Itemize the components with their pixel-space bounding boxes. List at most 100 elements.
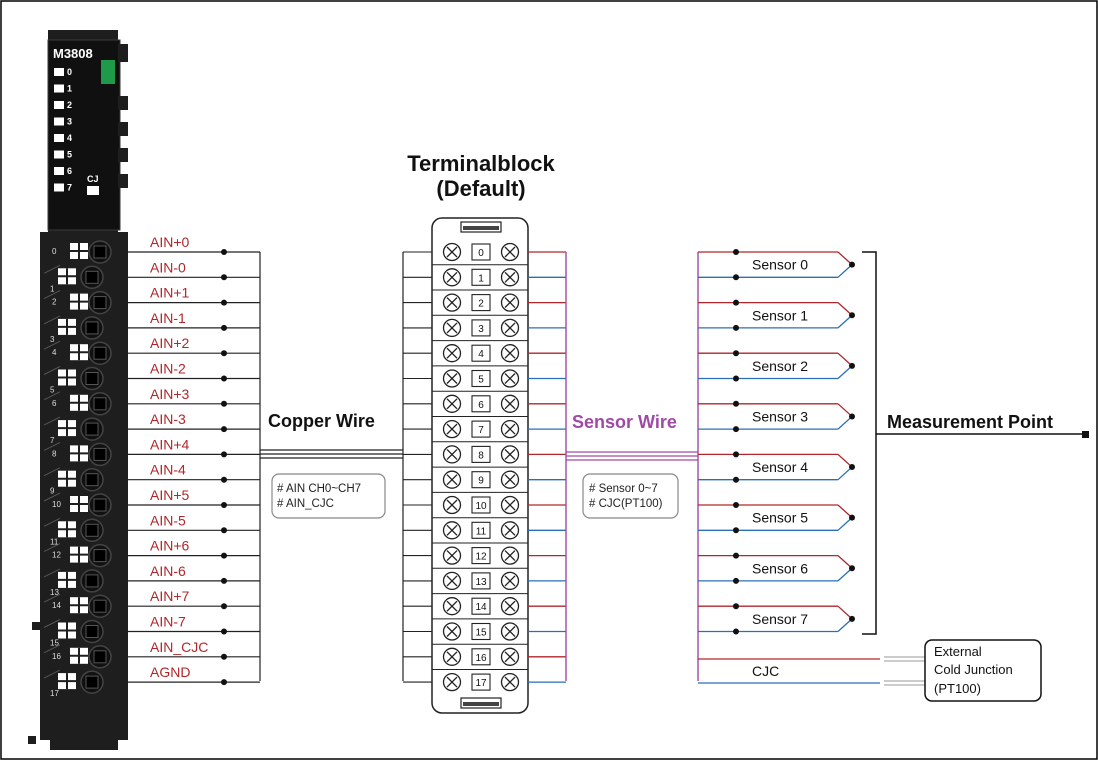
module-pin-number: 8 bbox=[52, 449, 57, 458]
svg-text:# Sensor 0~7: # Sensor 0~7 bbox=[589, 483, 658, 495]
module-pin-number: 15 bbox=[50, 639, 59, 648]
terminal: 7 bbox=[432, 416, 528, 439]
channel-led-label: 7 bbox=[67, 183, 72, 193]
sensor-row: Sensor 4 bbox=[698, 451, 855, 483]
pin-label-row: AIN+4 bbox=[128, 436, 260, 458]
module-pin: 9 bbox=[43, 467, 104, 496]
sensor-label: Sensor 0 bbox=[752, 257, 808, 273]
green-status-led bbox=[101, 60, 115, 84]
sensor-label: Sensor 7 bbox=[752, 611, 808, 627]
pin-label: AGND bbox=[150, 664, 190, 680]
terminal-number: 10 bbox=[475, 501, 487, 512]
pin-label: AIN-6 bbox=[150, 563, 186, 579]
terminal: 1 bbox=[432, 264, 528, 287]
pin-label-row: AIN+6 bbox=[128, 538, 260, 559]
module-pin: 10 bbox=[43, 492, 112, 517]
module-pin-number: 4 bbox=[52, 348, 57, 357]
module-pin-number: 0 bbox=[52, 247, 57, 256]
module-pin: 11 bbox=[43, 517, 104, 546]
channel-led bbox=[54, 134, 64, 142]
module-pin-number: 2 bbox=[52, 298, 57, 307]
terminal: 4 bbox=[432, 340, 528, 363]
terminal-number: 0 bbox=[478, 248, 484, 259]
thermocouple-junction bbox=[849, 464, 855, 471]
channel-led bbox=[54, 167, 64, 175]
module-pin-number: 5 bbox=[50, 386, 55, 395]
module-pin: 15 bbox=[43, 619, 104, 648]
module-pin-number: 9 bbox=[50, 487, 55, 496]
external-cold-junction: External Cold Junction (PT100) bbox=[924, 639, 1042, 702]
pin-label-row: AIN-5 bbox=[128, 512, 260, 534]
pin-label-row: AIN+7 bbox=[128, 588, 260, 610]
terminal: 16 bbox=[432, 643, 528, 666]
pin-label-row: AIN-3 bbox=[128, 411, 260, 433]
copper-wire-note: # AIN CH0~CH7 # AIN_CJC bbox=[271, 473, 386, 519]
pin-label-row: AIN_CJC bbox=[128, 639, 260, 660]
sensor-wire-note: # Sensor 0~7 # CJC(PT100) bbox=[582, 473, 679, 519]
svg-text:# CJC(PT100): # CJC(PT100) bbox=[589, 498, 663, 510]
module-pin-number: 16 bbox=[52, 652, 61, 661]
module-pin: 3 bbox=[43, 315, 104, 344]
channel-led bbox=[54, 68, 64, 76]
module-pin-number: 1 bbox=[50, 284, 55, 293]
thermocouple-junction bbox=[849, 312, 855, 319]
pin-label: AIN-4 bbox=[150, 462, 186, 478]
measurement-point-marker bbox=[1082, 431, 1089, 438]
terminal: 10 bbox=[432, 491, 528, 515]
sensor-label: Sensor 6 bbox=[752, 560, 808, 576]
copper-wire-bus bbox=[259, 252, 404, 681]
sensor-label: Sensor 5 bbox=[752, 510, 808, 526]
pin-label-row: AIN-4 bbox=[128, 462, 260, 483]
channel-led bbox=[54, 101, 64, 109]
module-pin: 1 bbox=[43, 264, 104, 293]
terminal: 0 bbox=[442, 242, 520, 262]
measurement-bracket bbox=[862, 251, 1085, 635]
module-pin: 16 bbox=[43, 644, 112, 669]
thermocouple-junction bbox=[849, 615, 855, 622]
pin-label: AIN-7 bbox=[150, 614, 186, 630]
pin-label: AIN+3 bbox=[150, 386, 190, 402]
pin-label-row: AIN-2 bbox=[128, 361, 260, 382]
svg-text:Cold Junction: Cold Junction bbox=[934, 662, 1013, 677]
terminal: 6 bbox=[432, 390, 528, 413]
module-pin-number: 7 bbox=[50, 436, 55, 445]
module-pin: 0 bbox=[52, 240, 112, 264]
thermocouple-junction bbox=[849, 413, 855, 420]
pin-label: AIN+0 bbox=[150, 234, 190, 250]
sensor-row: Sensor 5 bbox=[698, 502, 855, 534]
terminal: 12 bbox=[432, 542, 528, 565]
svg-text:# AIN_CJC: # AIN_CJC bbox=[277, 498, 334, 510]
sensor-row: Sensor 1 bbox=[698, 299, 855, 331]
module-pin-number: 13 bbox=[50, 588, 59, 597]
cjc-wires bbox=[698, 656, 925, 686]
thermocouple-junction bbox=[849, 514, 855, 521]
channel-led bbox=[54, 117, 64, 126]
terminal-number: 11 bbox=[476, 526, 487, 537]
module-pin-number: 17 bbox=[50, 689, 59, 698]
module-pin: 4 bbox=[43, 340, 112, 365]
module-pin-number: 14 bbox=[52, 601, 61, 610]
terminal-number: 17 bbox=[475, 678, 487, 689]
svg-text:External: External bbox=[934, 644, 982, 659]
pin-label: AIN-3 bbox=[150, 411, 186, 427]
pin-label: AIN-0 bbox=[150, 259, 186, 275]
terminal: 2 bbox=[432, 289, 528, 312]
channel-led-label: 0 bbox=[67, 67, 72, 77]
pin-label-row: AIN+3 bbox=[128, 386, 260, 407]
pin-label-row: AGND bbox=[128, 664, 260, 686]
pin-label-row: AIN+2 bbox=[128, 335, 260, 357]
sensor-label: Sensor 3 bbox=[752, 408, 808, 424]
terminal-block-subtitle: (Default) bbox=[436, 176, 525, 201]
terminal-number: 9 bbox=[478, 476, 484, 487]
module-pin-number: 10 bbox=[52, 500, 61, 509]
pin-label-row: AIN-1 bbox=[128, 310, 260, 331]
pin-label-row: AIN+1 bbox=[128, 285, 260, 306]
module-pin-number: 3 bbox=[50, 335, 55, 344]
terminal-block-title: Terminalblock bbox=[407, 151, 555, 176]
terminal-number: 14 bbox=[475, 602, 487, 613]
terminal: 3 bbox=[432, 314, 528, 338]
terminal: 11 bbox=[432, 517, 528, 540]
terminal-number: 2 bbox=[478, 299, 484, 310]
